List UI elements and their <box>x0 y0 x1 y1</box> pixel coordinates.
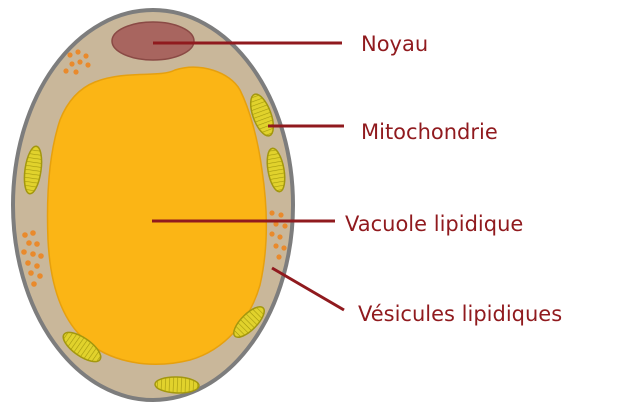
label-vesicules-lipidiques: Vésicules lipidiques <box>358 301 562 327</box>
label-mitochondrie: Mitochondrie <box>361 119 498 145</box>
label-noyau: Noyau <box>361 31 428 57</box>
lipid-vacuole <box>48 67 267 364</box>
leader-line-vesicules <box>272 268 344 310</box>
label-vacuole-lipidique: Vacuole lipidique <box>345 211 523 237</box>
nucleus <box>112 22 194 60</box>
